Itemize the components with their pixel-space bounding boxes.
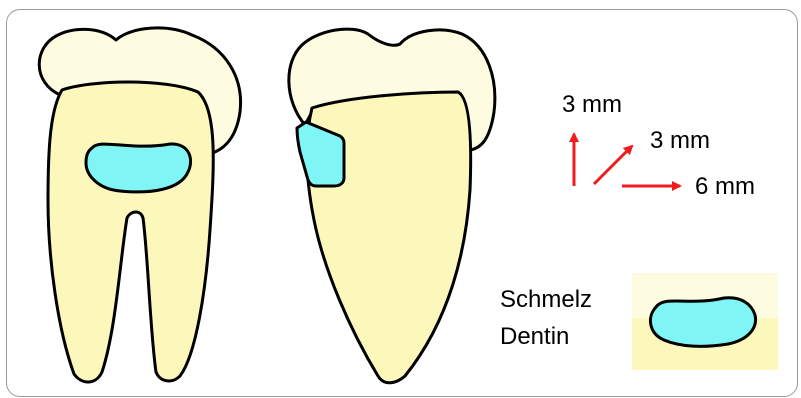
tooth-front-view: [39, 28, 240, 382]
width-label: 6 mm: [695, 173, 755, 200]
tooth-front-dentin-body: [48, 82, 213, 382]
tooth-side-view: [289, 29, 495, 383]
depth-label: 3 mm: [650, 127, 710, 154]
legend-sample: [632, 273, 778, 370]
legend-enamel-label: Schmelz: [500, 286, 592, 313]
height-label: 3 mm: [562, 91, 622, 118]
legend-cavity-shape: [650, 298, 755, 347]
depth-arrow: [594, 146, 632, 184]
tooth-front-cavity: [86, 144, 191, 192]
legend-dentin-label: Dentin: [500, 323, 569, 350]
